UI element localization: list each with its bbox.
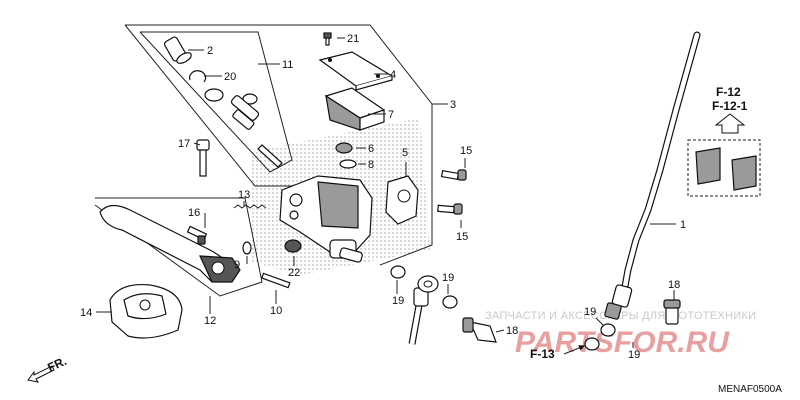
callout-9: 9 [234, 259, 240, 271]
part-19-washer-b [442, 295, 458, 309]
callout-15-upper: 15 [460, 145, 472, 157]
part-22-boot [284, 239, 302, 253]
part-4-cap [318, 51, 394, 91]
callout-16: 16 [188, 207, 200, 219]
reference-f13: F-13 [530, 347, 555, 361]
callout-20: 20 [224, 71, 236, 83]
part-6-float [335, 142, 353, 154]
callout-12: 12 [204, 315, 216, 327]
callout-10: 10 [270, 305, 282, 317]
callout-19-c: 19 [584, 306, 596, 318]
callout-18-left: 18 [506, 325, 518, 337]
part-19-washer-a [390, 265, 406, 279]
callout-14: 14 [80, 307, 92, 319]
part-washer [204, 88, 224, 102]
callout-1: 1 [680, 219, 686, 231]
part-master-cylinder [279, 175, 373, 263]
callout-19-b: 19 [442, 272, 454, 284]
part-15-bolt-lower [437, 203, 463, 215]
part-16-pivot-bolt [186, 225, 208, 245]
callout-2: 2 [207, 45, 213, 57]
callout-11: 11 [282, 59, 293, 71]
callout-15-lower: 15 [456, 231, 468, 243]
part-15-bolt-upper [440, 169, 467, 181]
front-arrow-icon [27, 365, 55, 383]
part-18-bolt-right [663, 299, 681, 325]
part-banjo-fitting [417, 275, 439, 293]
callout-7: 7 [388, 109, 394, 121]
part-17-bolt [196, 139, 210, 177]
part-piston-set [230, 93, 283, 168]
part-14-cover [109, 283, 183, 339]
part-21-screw [323, 32, 332, 46]
callout-21: 21 [347, 33, 359, 45]
callout-13: 13 [238, 189, 250, 201]
callout-19-d: 19 [628, 349, 640, 361]
callout-3: 3 [450, 99, 456, 111]
callout-18-right: 18 [668, 279, 680, 291]
callout-17: 17 [178, 138, 190, 150]
part-19-washer-c [600, 323, 616, 337]
watermark-logo: PARTSFOR.RU [515, 326, 730, 359]
callout-6: 6 [368, 143, 374, 155]
group-outline-12 [94, 197, 263, 297]
part-20-circlip [189, 70, 207, 83]
part-2-boot [163, 36, 192, 64]
callout-4: 4 [390, 69, 396, 81]
part-7-diaphragm [324, 87, 386, 131]
part-18-bolt-left [462, 317, 497, 343]
reference-f12-box [687, 139, 761, 197]
callout-19-a: 19 [392, 295, 404, 307]
group-outline-11 [139, 31, 293, 173]
part-10-pin [261, 272, 291, 289]
reference-f12: F-12 [716, 85, 741, 99]
diagram-code: MENAF0500A [718, 384, 782, 395]
part-13-spring [233, 204, 267, 209]
leader-lines [96, 37, 676, 348]
part-8-nut [339, 159, 357, 169]
callout-22: 22 [288, 267, 300, 279]
part-19-washer-d [584, 337, 600, 351]
front-direction-label: FR. [45, 354, 68, 375]
part-9-bushing [242, 241, 252, 255]
part-5-holder [385, 175, 419, 225]
reference-f12-1: F-12-1 [712, 99, 748, 113]
part-lever [99, 204, 241, 283]
callout-5: 5 [402, 147, 408, 159]
up-arrow-icon [714, 113, 746, 134]
watermark-subtitle: ЗАПЧАСТИ И АКСЕССУАРЫ ДЛЯ МОТОТЕХНИКИ [485, 310, 756, 322]
callout-8: 8 [368, 159, 374, 171]
part-1-brake-hose [408, 31, 701, 345]
